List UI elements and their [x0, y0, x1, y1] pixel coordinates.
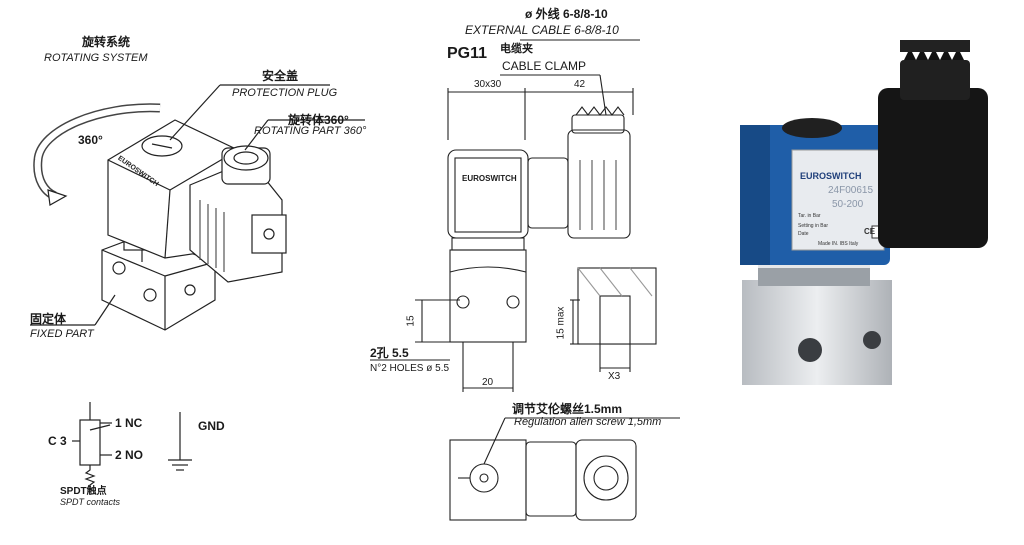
body-front-view	[447, 149, 529, 239]
clamp-en: CABLE CLAMP	[502, 59, 587, 73]
allen-screw	[469, 463, 499, 493]
drawing-brand: EUROSWITCH	[462, 174, 517, 183]
protection-plug-zh: 安全盖	[262, 69, 299, 83]
gnd-label: GND	[198, 419, 225, 433]
dim-20: 20	[482, 377, 494, 388]
pg11-label: PG11	[447, 45, 488, 62]
fixed-part-zh: 固定体	[30, 312, 67, 326]
left-isometric-figure	[30, 84, 365, 331]
angle-label: 360°	[78, 133, 103, 147]
product-photo	[740, 40, 988, 385]
dim-30x30: 30x30	[474, 79, 502, 90]
c-label: C 3	[48, 434, 67, 448]
rotating-system-en: ROTATING SYSTEM	[44, 52, 148, 64]
no-label: 2 NO	[115, 448, 144, 462]
cable-zh: ø 外线 6-8/8-10	[525, 7, 608, 21]
spdt-zh: SPDT触点	[60, 486, 107, 497]
photo-ce: CE	[864, 227, 876, 236]
photo-made: Made IN. IBS Italy	[818, 241, 859, 247]
fixed-part-en: FIXED PART	[30, 328, 94, 340]
holes-zh: 2孔 5.5	[370, 346, 409, 360]
clamp-zh: 电缆夹	[500, 43, 533, 55]
base-front-view	[449, 249, 527, 343]
dim-15max: 15 max	[555, 306, 567, 340]
spdt-schematic	[72, 402, 192, 490]
technical-drawing	[370, 39, 680, 521]
screw-en: Regulation allen screw 1,5mm	[514, 416, 662, 428]
dim-x3: X3	[608, 371, 621, 382]
photo-range: 50-200	[832, 199, 864, 210]
photo-model: 24F00615	[828, 185, 874, 196]
protection-plug-en: PROTECTION PLUG	[232, 87, 338, 99]
cable-en: EXTERNAL CABLE 6-8/8-10	[465, 23, 619, 37]
photo-date: Date	[798, 231, 809, 237]
photo-label	[791, 149, 885, 251]
nc-label: 1 NC	[115, 416, 143, 430]
photo-connector	[878, 88, 988, 248]
dim-42: 42	[574, 79, 586, 90]
connector-side-view	[527, 157, 569, 229]
photo-tar: Tar. in Bar	[798, 213, 821, 219]
holes-en: N°2 HOLES ø 5.5	[370, 363, 450, 374]
rotating-system-zh: 旋转系统	[82, 35, 131, 49]
screw-zh: 调节艾伦螺丝1.5mm	[512, 402, 623, 416]
rotating-part-zh: 旋转体360°	[288, 113, 349, 127]
photo-brand: EUROSWITCH	[800, 171, 862, 181]
rotating-part-en: ROTATING PART 360°	[254, 125, 367, 137]
spdt-en: SPDT contacts	[60, 497, 121, 507]
photo-setting: Setting in Bar	[798, 223, 829, 229]
dim-15: 15	[405, 315, 417, 327]
